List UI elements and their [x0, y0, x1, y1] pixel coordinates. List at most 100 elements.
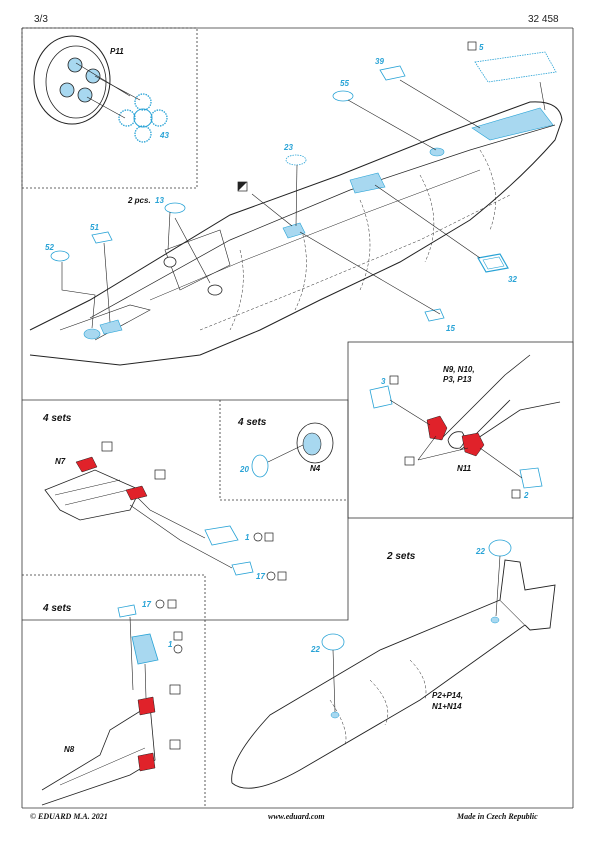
- label-20: 20: [239, 465, 249, 474]
- icon-flip-1b: [173, 631, 183, 641]
- icon-circle-1b: [173, 644, 183, 654]
- icon-flip-1a: [264, 532, 274, 542]
- frame-pylon: [22, 399, 349, 621]
- decal-parts-top: [50, 51, 557, 322]
- fuselage-frame-5: [479, 149, 496, 231]
- part-39-panel: [379, 65, 406, 81]
- blue-spot-55: [429, 147, 445, 157]
- leader-lines-top: [61, 79, 546, 329]
- label-n7: N7: [55, 457, 66, 466]
- part-17-panel-a: [231, 561, 254, 576]
- leader-17b: [129, 616, 134, 691]
- red-part-n8a: [137, 696, 156, 716]
- part-20-disc: [251, 454, 269, 478]
- part-32-frame: [477, 253, 509, 273]
- part-55-disc: [332, 90, 354, 102]
- leader-2: [479, 447, 523, 479]
- leader-43b: [86, 96, 126, 119]
- footer-origin: Made in Czech Republic: [457, 812, 538, 821]
- missile-fin: [499, 559, 556, 631]
- label-n4: N4: [310, 464, 321, 473]
- label-39: 39: [375, 57, 384, 66]
- frame-wheel: [219, 400, 348, 501]
- icon-flip-5: [467, 41, 477, 51]
- leader-43c: [75, 62, 131, 97]
- label-3: 3: [381, 377, 386, 386]
- missile-body: [231, 599, 526, 789]
- icon-black-box-fill: [238, 182, 247, 191]
- part-3-panel: [369, 385, 393, 409]
- fuselage-frame-4: [419, 174, 435, 263]
- label-32: 32: [508, 275, 517, 284]
- missile-detail: [231, 539, 556, 789]
- hub-hole-4: [59, 82, 75, 98]
- hub-hole-3: [77, 87, 93, 103]
- part-13-disc: [164, 202, 186, 214]
- missile-seam-2: [369, 679, 389, 726]
- part-52-disc: [50, 250, 70, 262]
- part-2-panel: [519, 467, 543, 489]
- part-23-disc: [285, 154, 307, 166]
- icon-flip-3: [389, 375, 399, 385]
- fuselage-spine: [89, 124, 556, 319]
- leader-20: [267, 444, 304, 463]
- hub-hole-2: [85, 68, 101, 84]
- label-n11: N11: [457, 464, 472, 473]
- label-sets-c: 4 sets: [42, 603, 72, 614]
- wing-root: [59, 304, 151, 341]
- leader-n9a: [417, 435, 437, 461]
- icon-circle-1a: [253, 532, 263, 542]
- fuselage-top: [29, 101, 563, 366]
- icon-circle-17b: [155, 599, 165, 609]
- red-part-n11: [461, 432, 485, 457]
- label-13: 13: [155, 196, 164, 205]
- icon-flip-17b: [167, 599, 177, 609]
- label-5: 5: [479, 43, 484, 52]
- icon-flip-17a: [277, 571, 287, 581]
- label-sets-a: 4 sets: [42, 413, 72, 424]
- leader-n9b: [417, 447, 469, 461]
- label-p11: P11: [110, 47, 124, 56]
- blue-plate-5: [471, 107, 554, 141]
- fuselage-line-3: [199, 194, 511, 331]
- part-1-panel-a: [204, 525, 239, 546]
- frame-nose-detail: [347, 341, 574, 519]
- fuselage-frame-1: [229, 249, 244, 331]
- icon-flip-2: [511, 489, 521, 499]
- missile-spot-1: [330, 711, 340, 719]
- label-55: 55: [340, 79, 349, 88]
- label-n-group: N9, N10,: [443, 365, 475, 374]
- label-p2p14: P2+P14,: [432, 691, 463, 700]
- label-1b: 1: [168, 640, 173, 649]
- part-17-panel-b: [117, 604, 137, 618]
- fuselage-line-2: [149, 169, 481, 301]
- hub-detail: P11 43: [33, 35, 169, 143]
- part-32-frame-inner: [482, 256, 505, 270]
- pylon-rail-2: [64, 489, 129, 506]
- label-1a: 1: [245, 533, 250, 542]
- label-17b: 17: [142, 600, 151, 609]
- leader-1a: [137, 497, 206, 539]
- part-22b-disc: [321, 633, 345, 651]
- stub-13b: [207, 284, 223, 296]
- blue-plate-15: [282, 222, 306, 239]
- blue-plate-51: [99, 319, 123, 335]
- part-51-panel: [91, 231, 113, 244]
- icon-flip-n7b: [154, 469, 166, 480]
- red-part-n7: [75, 456, 98, 473]
- hub-hole-1: [67, 57, 83, 73]
- part-15-panel: [424, 308, 445, 322]
- red-part-n7b: [125, 485, 148, 501]
- footer-copyright: © EDUARD M.A. 2021: [30, 812, 108, 821]
- label-23: 23: [283, 143, 293, 152]
- kit-code: 32 458: [528, 14, 559, 25]
- leader-43: [94, 75, 141, 101]
- lower-pylon-outline: [41, 704, 156, 806]
- leader-17a: [129, 504, 233, 569]
- part-5-panel: [474, 51, 557, 83]
- blue-plate-32: [349, 172, 386, 194]
- pylon-rail-1: [54, 479, 121, 496]
- pod-shape: [164, 229, 231, 291]
